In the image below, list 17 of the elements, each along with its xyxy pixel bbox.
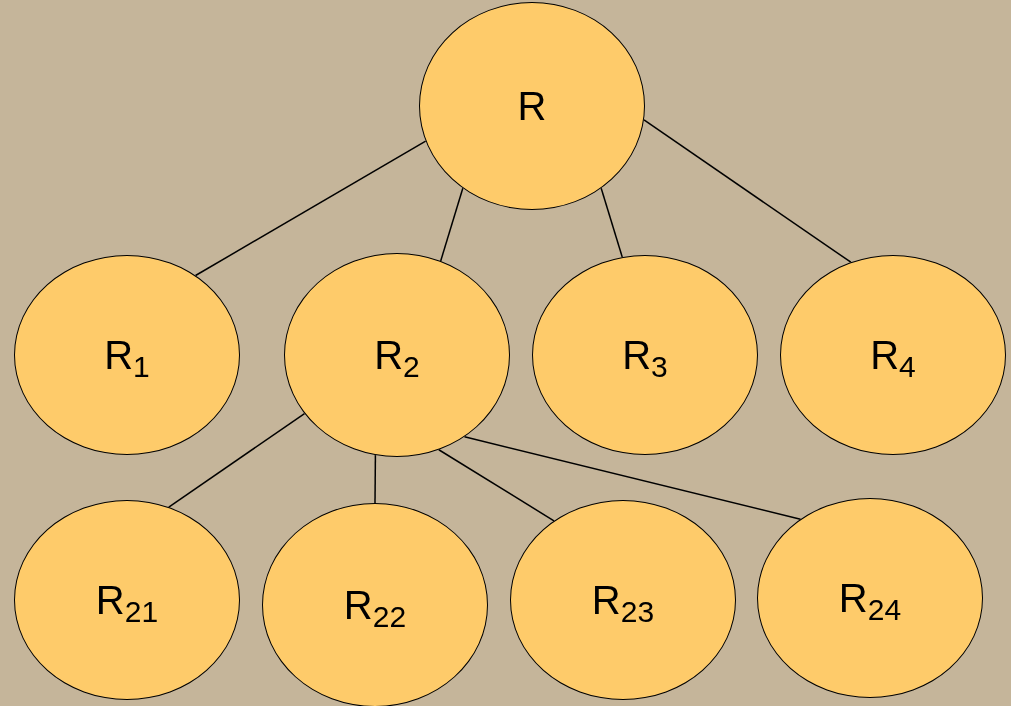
connector-line	[194, 140, 427, 277]
node-label: R$_{3}$	[622, 335, 668, 375]
connector-line	[643, 119, 852, 263]
node-label: R$_{2}$	[374, 335, 420, 375]
connector-line	[438, 449, 555, 522]
node-label: R	[517, 86, 547, 126]
node-label: R$_{21}$	[95, 580, 159, 620]
connector-line	[439, 187, 464, 262]
connector-line	[168, 412, 306, 508]
connector-line	[463, 436, 802, 520]
node-label: R$_{22}$	[343, 585, 407, 625]
connector-line	[374, 454, 377, 504]
node-label: R$_{23}$	[591, 580, 655, 620]
connector-line	[600, 187, 623, 258]
node-label: R$_{4}$	[870, 335, 916, 375]
node-label: R$_{1}$	[104, 335, 150, 375]
node-label: R$_{24}$	[838, 578, 902, 618]
